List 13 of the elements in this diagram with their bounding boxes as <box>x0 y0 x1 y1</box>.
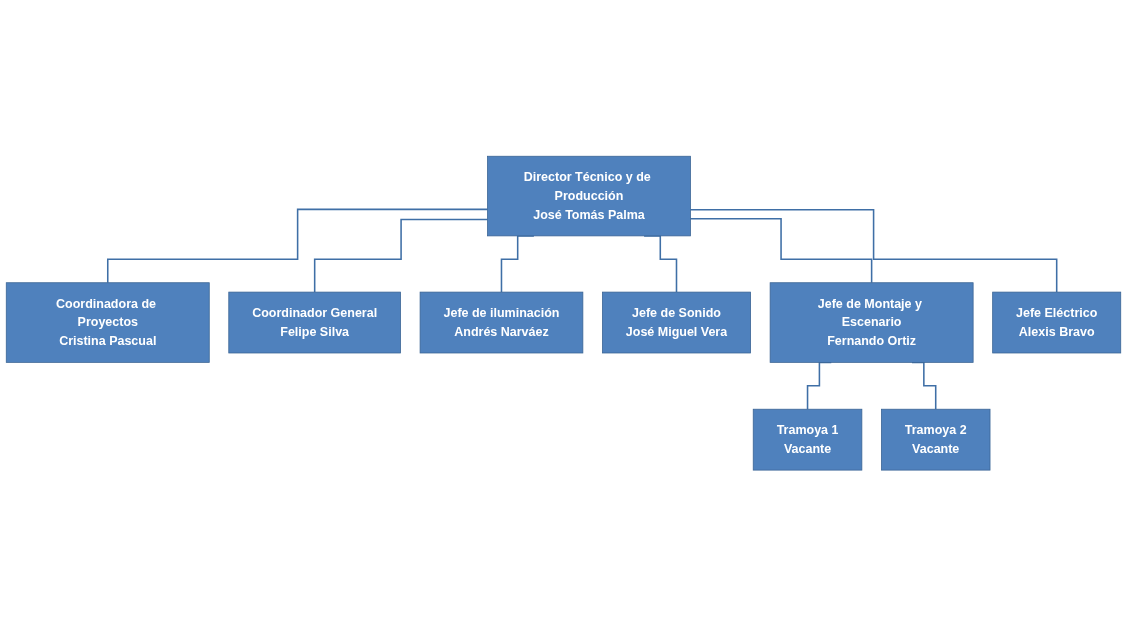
connector <box>107 208 489 284</box>
node-box: Jefe de iluminación Andrés Narváez <box>419 292 584 354</box>
node-box: Coordinadora de Proyectos Cristina Pascual <box>5 282 210 364</box>
connector <box>313 219 489 294</box>
node-box: Jefe Eléctrico Alexis Bravo <box>992 292 1122 354</box>
node-box: Tramoya 2 Vacante <box>881 409 991 471</box>
node-box: Director Técnico y de Producción José Tomás Palma <box>487 156 691 237</box>
node-box: Jefe de Sonido José Miguel Vera <box>602 292 751 354</box>
connector <box>689 218 873 284</box>
connector <box>689 209 1058 294</box>
node-box: Coordinador General Felipe Silva <box>228 292 401 354</box>
node-box: Tramoya 1 Vacante <box>752 409 863 471</box>
node-box: Jefe de Montaje y Escenario Fernando Ortiz <box>769 282 974 364</box>
